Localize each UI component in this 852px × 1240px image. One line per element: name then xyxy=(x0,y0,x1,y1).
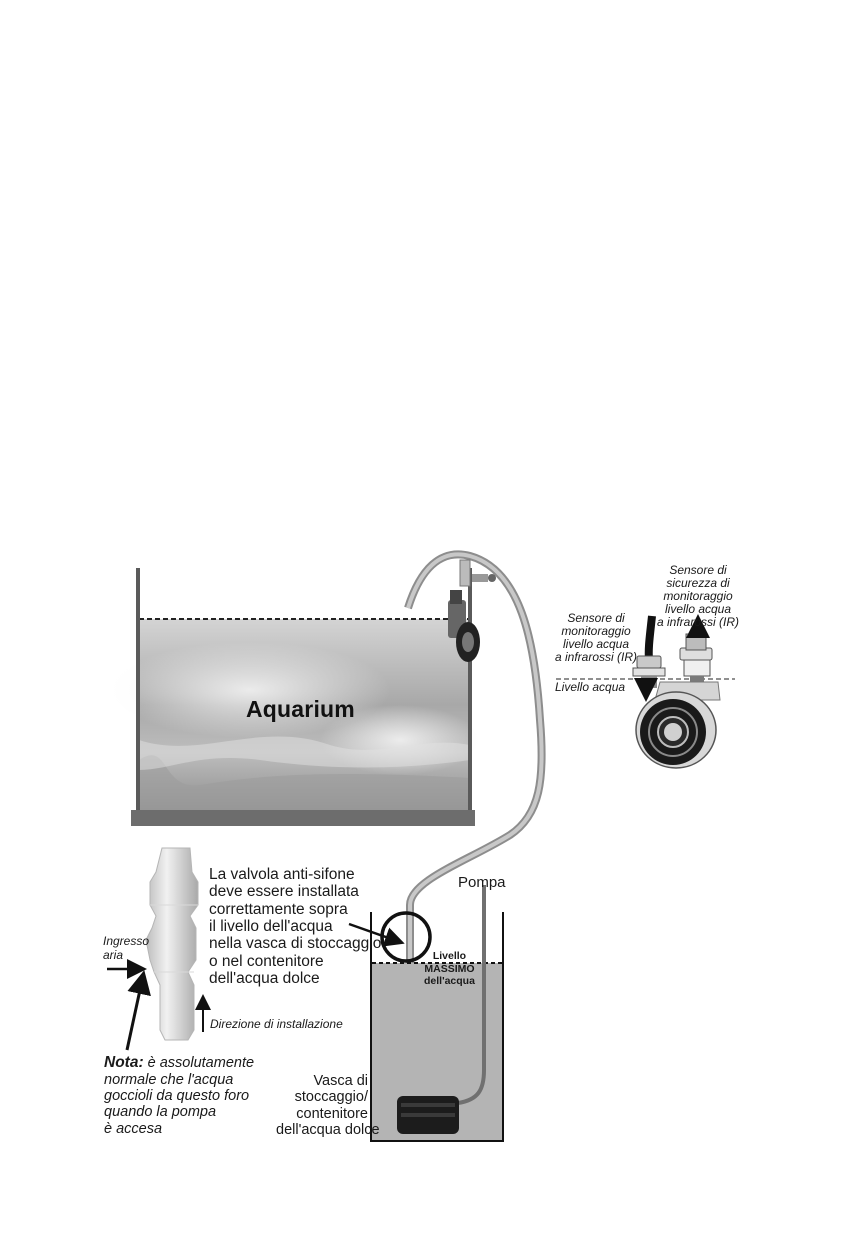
note-line: normale che l'acqua xyxy=(104,1071,234,1088)
valve-note-line: nella vasca di stoccaggio xyxy=(209,935,382,953)
max-level-line: MASSIMO xyxy=(424,962,475,975)
sensor-closeup xyxy=(556,614,735,769)
safety-sensor-label: Sensore di sicurezza di monitoraggio liv… xyxy=(657,564,739,629)
ir-sensor-line: Sensore di xyxy=(567,611,625,625)
ir-sensor-line: monitoraggio xyxy=(561,623,631,638)
storage-tank-line: dell'acqua dolce xyxy=(276,1122,380,1139)
valve-note-line: dell'acqua dolce xyxy=(209,970,320,988)
valve-highlight-circle xyxy=(380,911,432,963)
drip-hole-arrow xyxy=(125,970,151,1051)
note-line: è accesa xyxy=(104,1120,163,1137)
max-level-line: Livello xyxy=(432,950,467,962)
aquarium xyxy=(110,568,480,826)
storage-tank-line: Vasca di xyxy=(313,1073,368,1089)
pump xyxy=(397,885,486,1134)
ir-sensor-label: Sensore di monitoraggio livello acqua a … xyxy=(555,612,637,664)
note-line: goccioli da questo foro xyxy=(104,1087,250,1104)
valve-note-line: correttamente sopra xyxy=(209,900,348,918)
note-line: è assolutamente xyxy=(147,1055,255,1071)
air-inlet-line: aria xyxy=(103,948,124,963)
valve-note: La valvola anti-sifone deve essere insta… xyxy=(209,866,381,988)
safety-sensor-line: livello acqua xyxy=(664,601,732,616)
max-level-line: dell'acqua xyxy=(424,975,475,988)
valve-note-line: La valvola anti-sifone xyxy=(209,866,355,883)
note-line: quando la pompa xyxy=(104,1104,217,1121)
storage-tank-line: stoccaggio/ xyxy=(294,1089,368,1106)
safety-sensor-line: Sensore di xyxy=(669,563,727,577)
ir-sensor-line: a infrarossi (IR) xyxy=(555,649,638,664)
install-direction-label: Direzione di installazione xyxy=(210,1017,343,1031)
safety-sensor-line: sicurezza di xyxy=(666,575,730,590)
safety-sensor-line: a infrarossi (IR) xyxy=(657,614,740,629)
note-prefix: Nota: xyxy=(104,1054,144,1071)
aquarium-label: Aquarium xyxy=(246,696,355,722)
safety-sensor-line: monitoraggio xyxy=(663,588,733,603)
water-level-label: Livello acqua xyxy=(555,680,626,694)
anti-siphon-valve-closeup xyxy=(145,847,199,1041)
valve-note-line: o nel contenitore xyxy=(209,952,324,970)
pump-label: Pompa xyxy=(458,874,506,891)
note: Nota: è assolutamente normale che l'acqu… xyxy=(104,1054,254,1137)
max-water-level-label: Livello MASSIMO dell'acqua xyxy=(424,950,475,988)
storage-tank-line: contenitore xyxy=(296,1105,368,1122)
aquarium-sensor-mount xyxy=(448,590,480,662)
valve-note-line: il livello dell'acqua xyxy=(209,918,333,936)
ir-sensor-line: livello acqua xyxy=(562,636,630,651)
anti-siphon-valve-top xyxy=(459,559,496,587)
valve-note-line: deve essere installata xyxy=(209,883,359,901)
air-inlet-line: Ingresso xyxy=(103,934,150,948)
valve-pointer-line xyxy=(348,922,405,947)
air-inlet-label: Ingresso aria xyxy=(103,934,149,963)
storage-tank-label: Vasca di stoccaggio/ contenitore dell'ac… xyxy=(276,1073,380,1139)
